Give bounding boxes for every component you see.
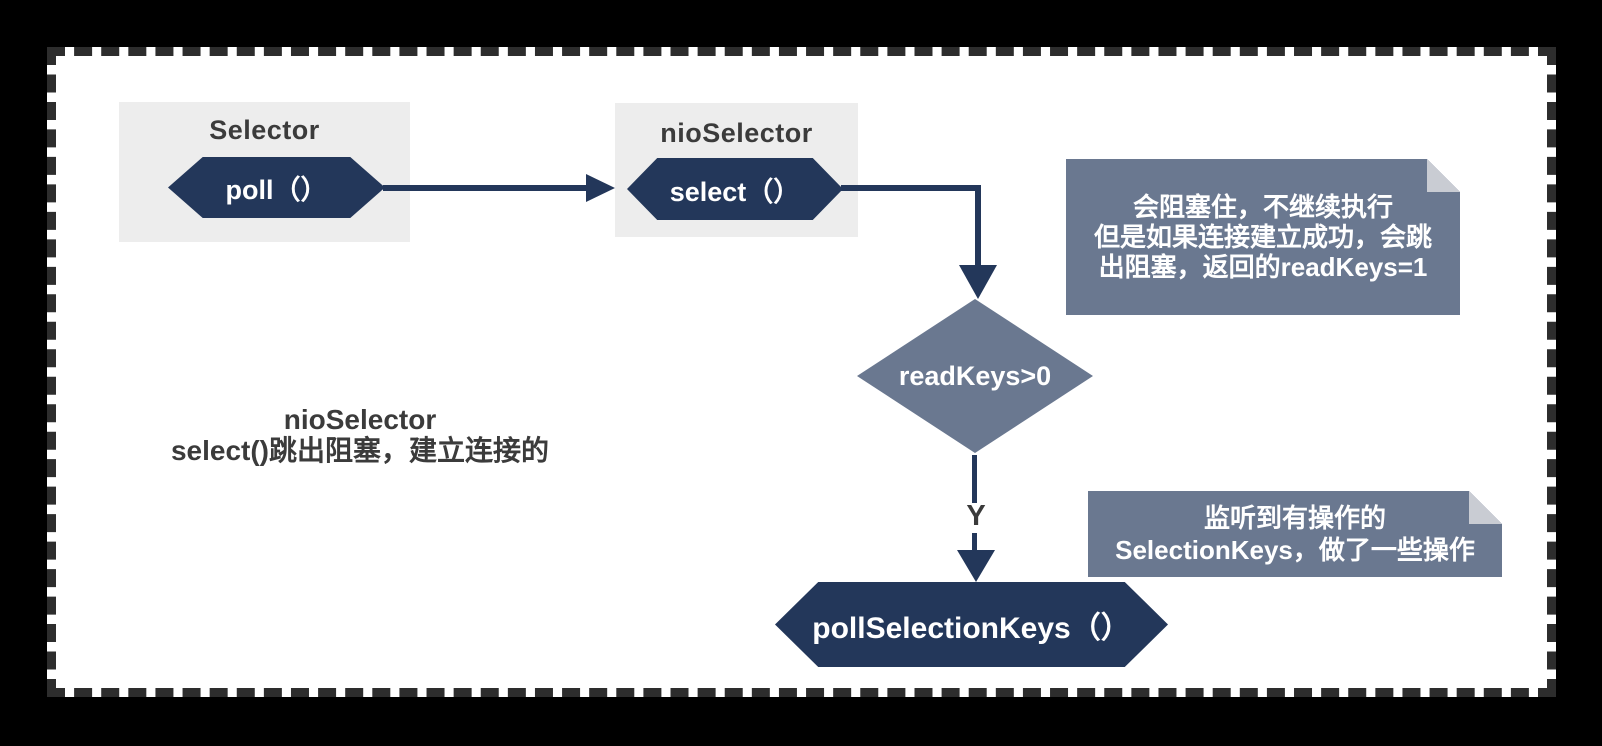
note-selectionkeys-explanation: 监听到有操作的 SelectionKeys，做了一些操作 xyxy=(1088,491,1502,577)
branch-yes-label: Y xyxy=(966,499,986,532)
select-node-label: select（） xyxy=(669,176,801,207)
note-line: SelectionKeys，做了一些操作 xyxy=(1115,535,1475,565)
connector-select-elbow-horizontal xyxy=(841,185,981,191)
note-line: 监听到有操作的 xyxy=(1203,503,1386,533)
note-blocking-explanation: 会阻塞住，不继续执行 但是如果连接建立成功，会跳 出阻塞，返回的readKeys… xyxy=(1066,159,1460,315)
nioselector-annotation: nioSelector select()跳出阻塞，建立连接的 xyxy=(100,404,620,466)
pollselectionkeys-node: pollSelectionKeys（） xyxy=(775,582,1168,667)
pollselectionkeys-node-label: pollSelectionKeys（） xyxy=(812,611,1131,645)
note-line: 但是如果连接建立成功，会跳 xyxy=(1093,222,1432,252)
connector-decision-down-upper xyxy=(972,455,977,503)
select-node: select（） xyxy=(627,158,843,220)
nioselector-group-title: nioSelector xyxy=(660,118,813,148)
annotation-line: select()跳出阻塞，建立连接的 xyxy=(170,435,550,466)
note-line: 出阻塞，返回的readKeys=1 xyxy=(1098,252,1428,282)
poll-node: poll（） xyxy=(168,157,385,218)
selector-group-title: Selector xyxy=(209,115,320,145)
readkeys-decision-label: readKeys>0 xyxy=(898,360,1052,391)
connector-decision-down-lower xyxy=(972,533,977,556)
note-line: 会阻塞住，不继续执行 xyxy=(1132,192,1393,222)
annotation-line: nioSelector xyxy=(283,404,437,435)
poll-node-label: poll（） xyxy=(225,175,328,205)
connector-select-elbow-vertical xyxy=(975,185,981,268)
connector-poll-to-select xyxy=(383,185,589,191)
